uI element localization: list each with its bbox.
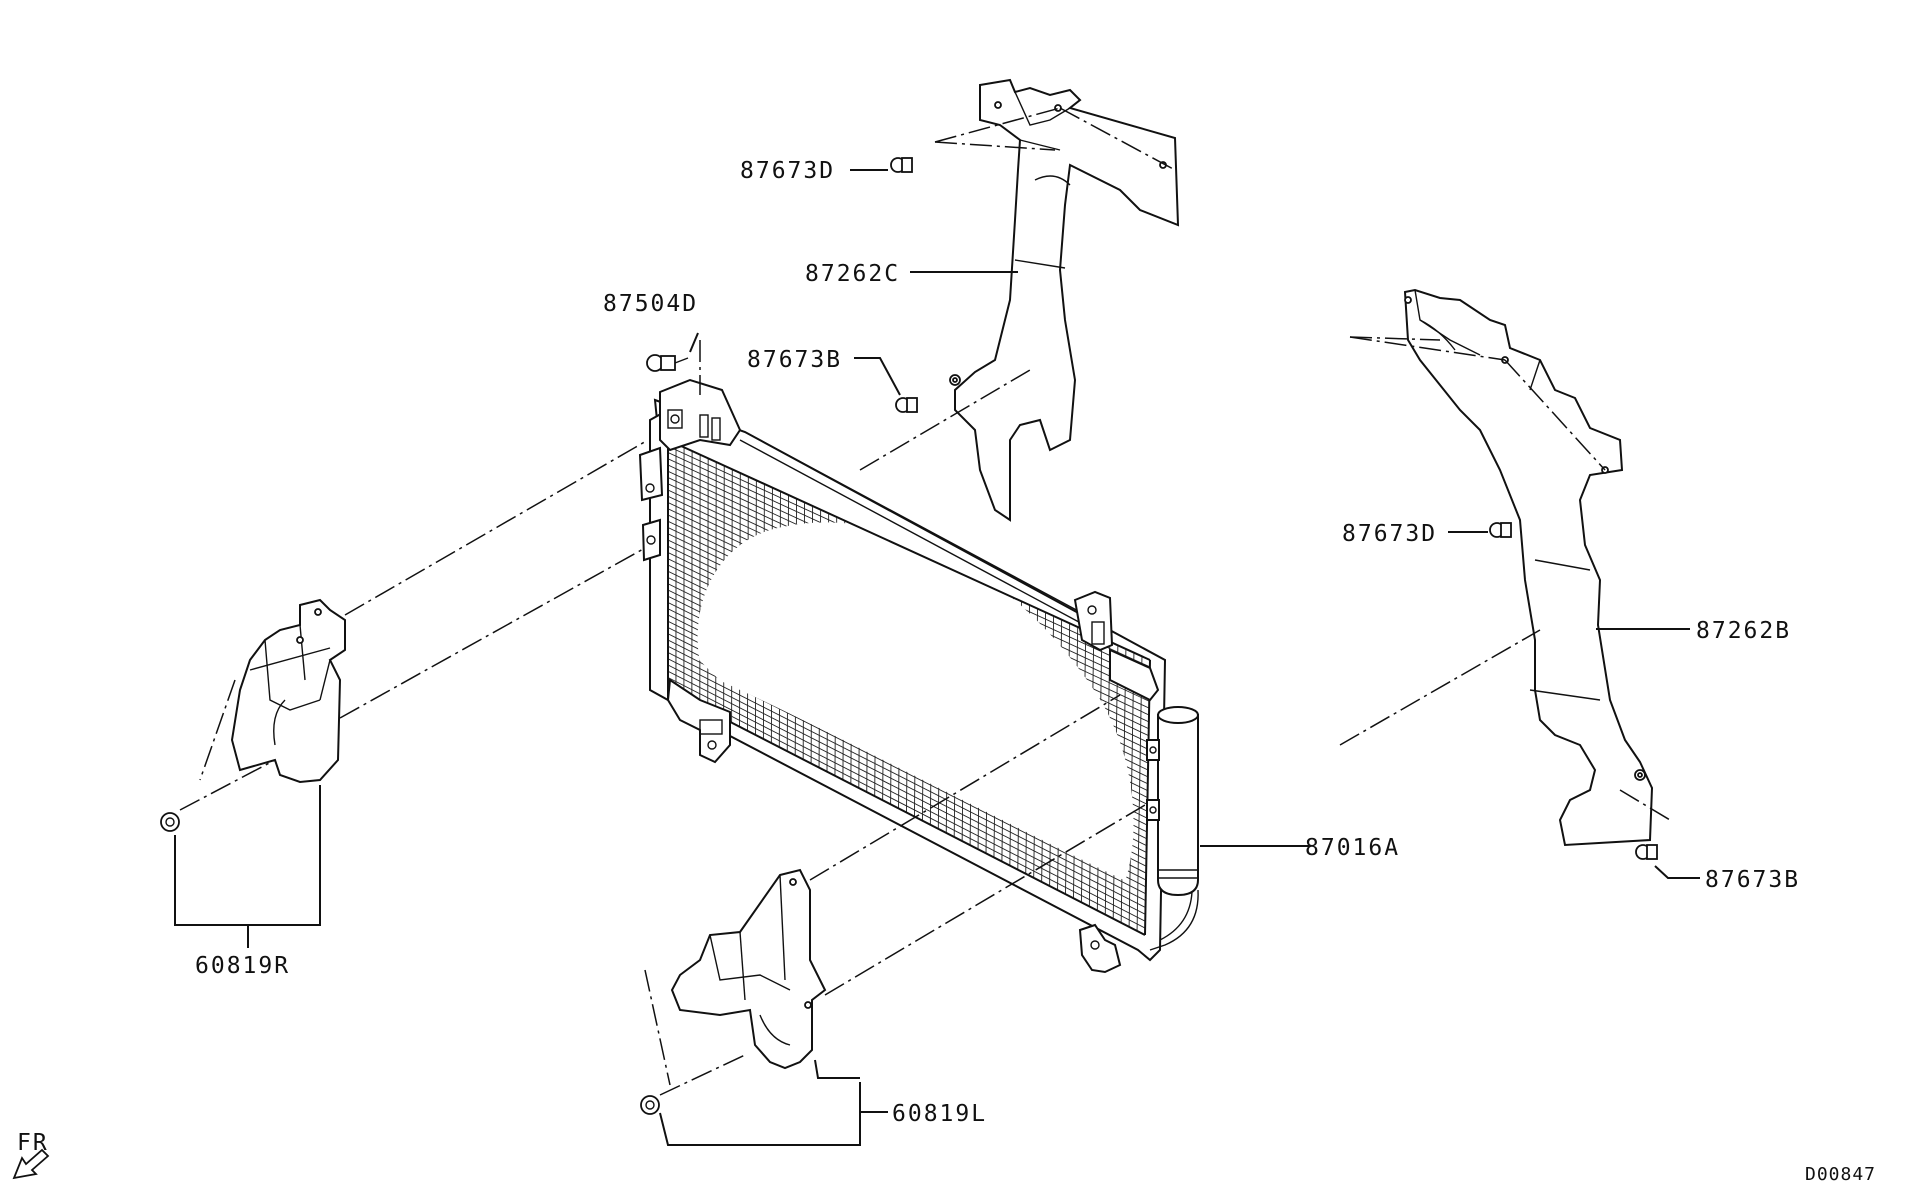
- label-87262c: 87262C: [805, 261, 900, 287]
- condenser-fan-area: [697, 522, 1134, 881]
- right-shroud-87262b: [1403, 288, 1654, 847]
- clip-87673b-top: [895, 397, 918, 413]
- core-tube-line: [668, 664, 1146, 908]
- drawing-id: D00847: [1805, 1164, 1876, 1185]
- leader-lines: [174, 169, 1700, 1146]
- clip-60819l: [640, 1095, 660, 1115]
- label-87673d-right: 87673D: [1342, 521, 1437, 547]
- air-guide-60819l: [670, 868, 827, 1070]
- front-arrow-icon: [12, 1148, 50, 1180]
- front-direction-marker: FR: [12, 1130, 50, 1180]
- upper-shroud-87262c: [949, 78, 1180, 522]
- label-60819l: 60819L: [892, 1101, 987, 1127]
- label-87673b-top: 87673B: [747, 347, 842, 373]
- condenser: [638, 378, 1199, 974]
- core-tube-line: [668, 683, 1146, 929]
- label-87504d: 87504D: [603, 291, 698, 317]
- clip-87673d-top: [890, 157, 913, 173]
- air-guide-60819r: [230, 598, 346, 784]
- core-tube-line: [668, 677, 1146, 922]
- label-87016a: 87016A: [1305, 835, 1400, 861]
- bolt-87504d: [646, 354, 689, 372]
- clip-87673b-right: [1635, 844, 1658, 860]
- label-60819r: 60819R: [195, 953, 290, 979]
- core-tube-line: [668, 658, 1146, 902]
- label-87673d-top: 87673D: [740, 158, 835, 184]
- label-87673b-right: 87673B: [1705, 867, 1800, 893]
- label-87262b: 87262B: [1696, 618, 1791, 644]
- clip-60819r: [160, 812, 180, 832]
- clip-87673d-right: [1489, 522, 1512, 538]
- core-tube-line: [668, 670, 1146, 915]
- receiver-drier: [1146, 706, 1199, 951]
